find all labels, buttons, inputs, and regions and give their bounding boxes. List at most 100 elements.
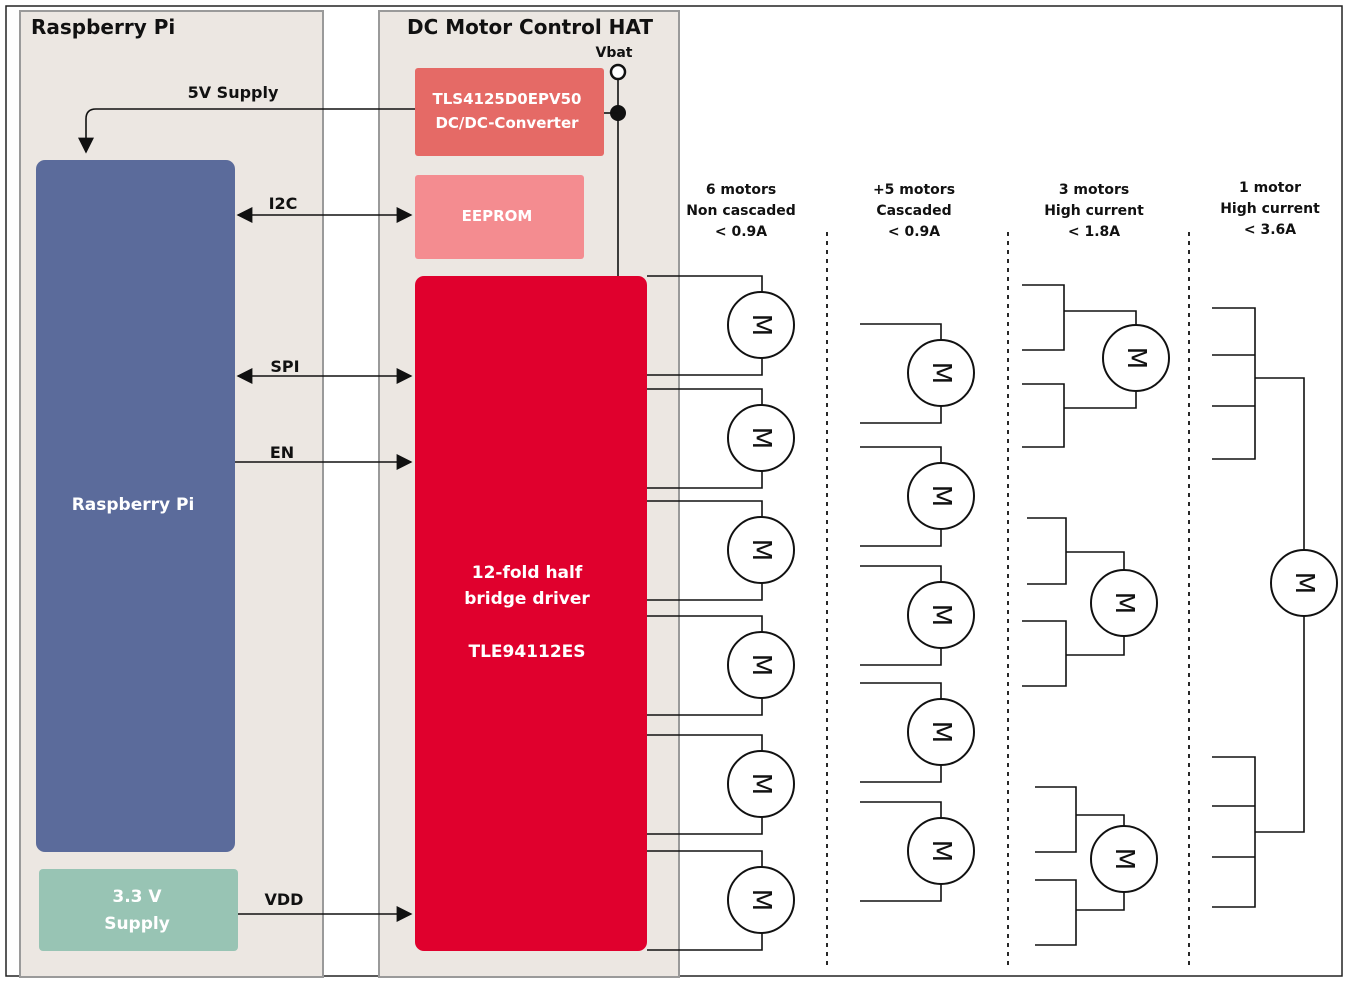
motor-noncascaded-3: M (727, 516, 795, 584)
hc2-top-lead (1066, 551, 1125, 570)
driver-label-line2: bridge driver (464, 589, 590, 609)
dcdc-converter-block (415, 68, 604, 156)
svg-text:6 motors: 6 motors (706, 182, 776, 198)
motor-lead-bottom (647, 933, 763, 951)
supply-5v-arrow (78, 108, 415, 154)
motor-high-current-1: M (1102, 324, 1170, 392)
raspberry-pi-block (36, 160, 235, 852)
motor-label: M (1109, 592, 1139, 614)
svg-text:Non cascaded: Non cascaded (686, 203, 796, 219)
motor-circle (907, 817, 975, 885)
one-motor-wiring (1212, 307, 1305, 908)
motor-label: M (746, 773, 776, 795)
hc1-bot-lead (1064, 392, 1137, 409)
single-lead-top (1255, 377, 1305, 550)
motor-lead-top (647, 275, 763, 292)
motor-high-current-3: M (1090, 825, 1158, 893)
motor-lead-bottom (647, 471, 763, 489)
motor-lead-top (647, 388, 763, 405)
motor-high-current-2: M (1090, 569, 1158, 637)
en-label: EN (270, 443, 294, 462)
motor-circle (907, 581, 975, 649)
motor-label: M (746, 539, 776, 561)
motor-cascaded-2: M (907, 462, 975, 530)
driver-label-line3: TLE94112ES (468, 642, 585, 662)
eeprom-block (415, 175, 584, 259)
svg-text:3 motors: 3 motors (1059, 182, 1129, 198)
motor-lead-bottom (647, 358, 763, 376)
raspberry-pi-panel-title: Raspberry Pi (31, 15, 175, 39)
motor-label: M (746, 314, 776, 336)
hc2-bot-pair-a (1022, 620, 1067, 687)
hc1-top-lead (1064, 310, 1137, 325)
motor-label: M (1121, 347, 1151, 369)
motor-circle (1270, 549, 1338, 617)
supply-3v3-label-line2: Supply (104, 914, 170, 934)
motor-label: M (926, 485, 956, 507)
svg-text:< 1.8A: < 1.8A (1068, 224, 1120, 240)
dcdc-converter-label-line1: TLS4125D0EPV50 (433, 90, 582, 108)
svg-text:+5 motors: +5 motors (873, 182, 955, 198)
motor-lead-bottom (647, 698, 763, 716)
motor-label: M (746, 427, 776, 449)
dcdc-converter-label-line2: DC/DC-Converter (435, 114, 579, 132)
motor-lead-top (647, 734, 763, 751)
motor-label: M (926, 840, 956, 862)
non-cascaded-wiring (647, 275, 763, 951)
vbat-terminal (609, 63, 627, 81)
supply-3v3-label-line1: 3.3 V (112, 887, 162, 907)
motor-circle (727, 750, 795, 818)
motor-lead-top (860, 682, 942, 699)
motor-label: M (926, 362, 956, 384)
motor-circle (727, 516, 795, 584)
motor-circle (907, 462, 975, 530)
motor-lead-bottom (647, 583, 763, 601)
three-motor-wiring (1022, 284, 1137, 946)
motor-label: M (926, 604, 956, 626)
motor-circle (1090, 825, 1158, 893)
motor-circle (727, 866, 795, 934)
hat-panel-title: DC Motor Control HAT (407, 15, 653, 39)
svg-text:< 0.9A: < 0.9A (715, 224, 767, 240)
motor-circle (727, 631, 795, 699)
svg-text:Cascaded: Cascaded (876, 203, 951, 219)
motor-cascaded-4: M (907, 698, 975, 766)
supply-3v3-block (39, 869, 238, 951)
motor-label: M (926, 721, 956, 743)
hc1-top-pair-a (1022, 284, 1065, 351)
motor-circle (727, 291, 795, 359)
motor-circle (1102, 324, 1170, 392)
hc3-bot-lead (1076, 892, 1125, 911)
hc2-bot-lead (1066, 637, 1125, 656)
motor-circle (727, 404, 795, 472)
motor-lead-top (860, 446, 942, 463)
vdd-label: VDD (265, 890, 304, 909)
motor-lead-top (860, 323, 942, 340)
vbat-label: Vbat (596, 45, 633, 61)
motor-lead-bottom (860, 765, 942, 783)
single-lead-bottom (1255, 616, 1305, 833)
single-bus-bot (1212, 756, 1256, 908)
motor-lead-top (860, 565, 942, 582)
single-bus-top (1212, 307, 1256, 460)
config-header-cascaded: +5 motors Cascaded < 0.9A (873, 182, 955, 240)
spi-label: SPI (270, 357, 299, 376)
hc3-bot-pair-a (1035, 879, 1077, 946)
svg-text:High current: High current (1220, 201, 1320, 217)
motor-lead-bottom (860, 884, 942, 902)
motor-label: M (1289, 572, 1319, 594)
eeprom-label: EEPROM (462, 207, 533, 225)
motor-noncascaded-4: M (727, 631, 795, 699)
motor-circle (907, 339, 975, 407)
driver-label-line1: 12-fold half (472, 563, 583, 583)
motor-label: M (1109, 848, 1139, 870)
svg-text:1 motor: 1 motor (1239, 180, 1301, 196)
config-header-three-motors: 3 motors High current < 1.8A (1044, 182, 1144, 240)
motor-circle (907, 698, 975, 766)
raspberry-pi-block-label: Raspberry Pi (72, 495, 195, 515)
motor-lead-bottom (860, 648, 942, 666)
motor-cascaded-5: M (907, 817, 975, 885)
motor-single: M (1270, 549, 1338, 617)
i2c-label: I2C (269, 194, 298, 213)
